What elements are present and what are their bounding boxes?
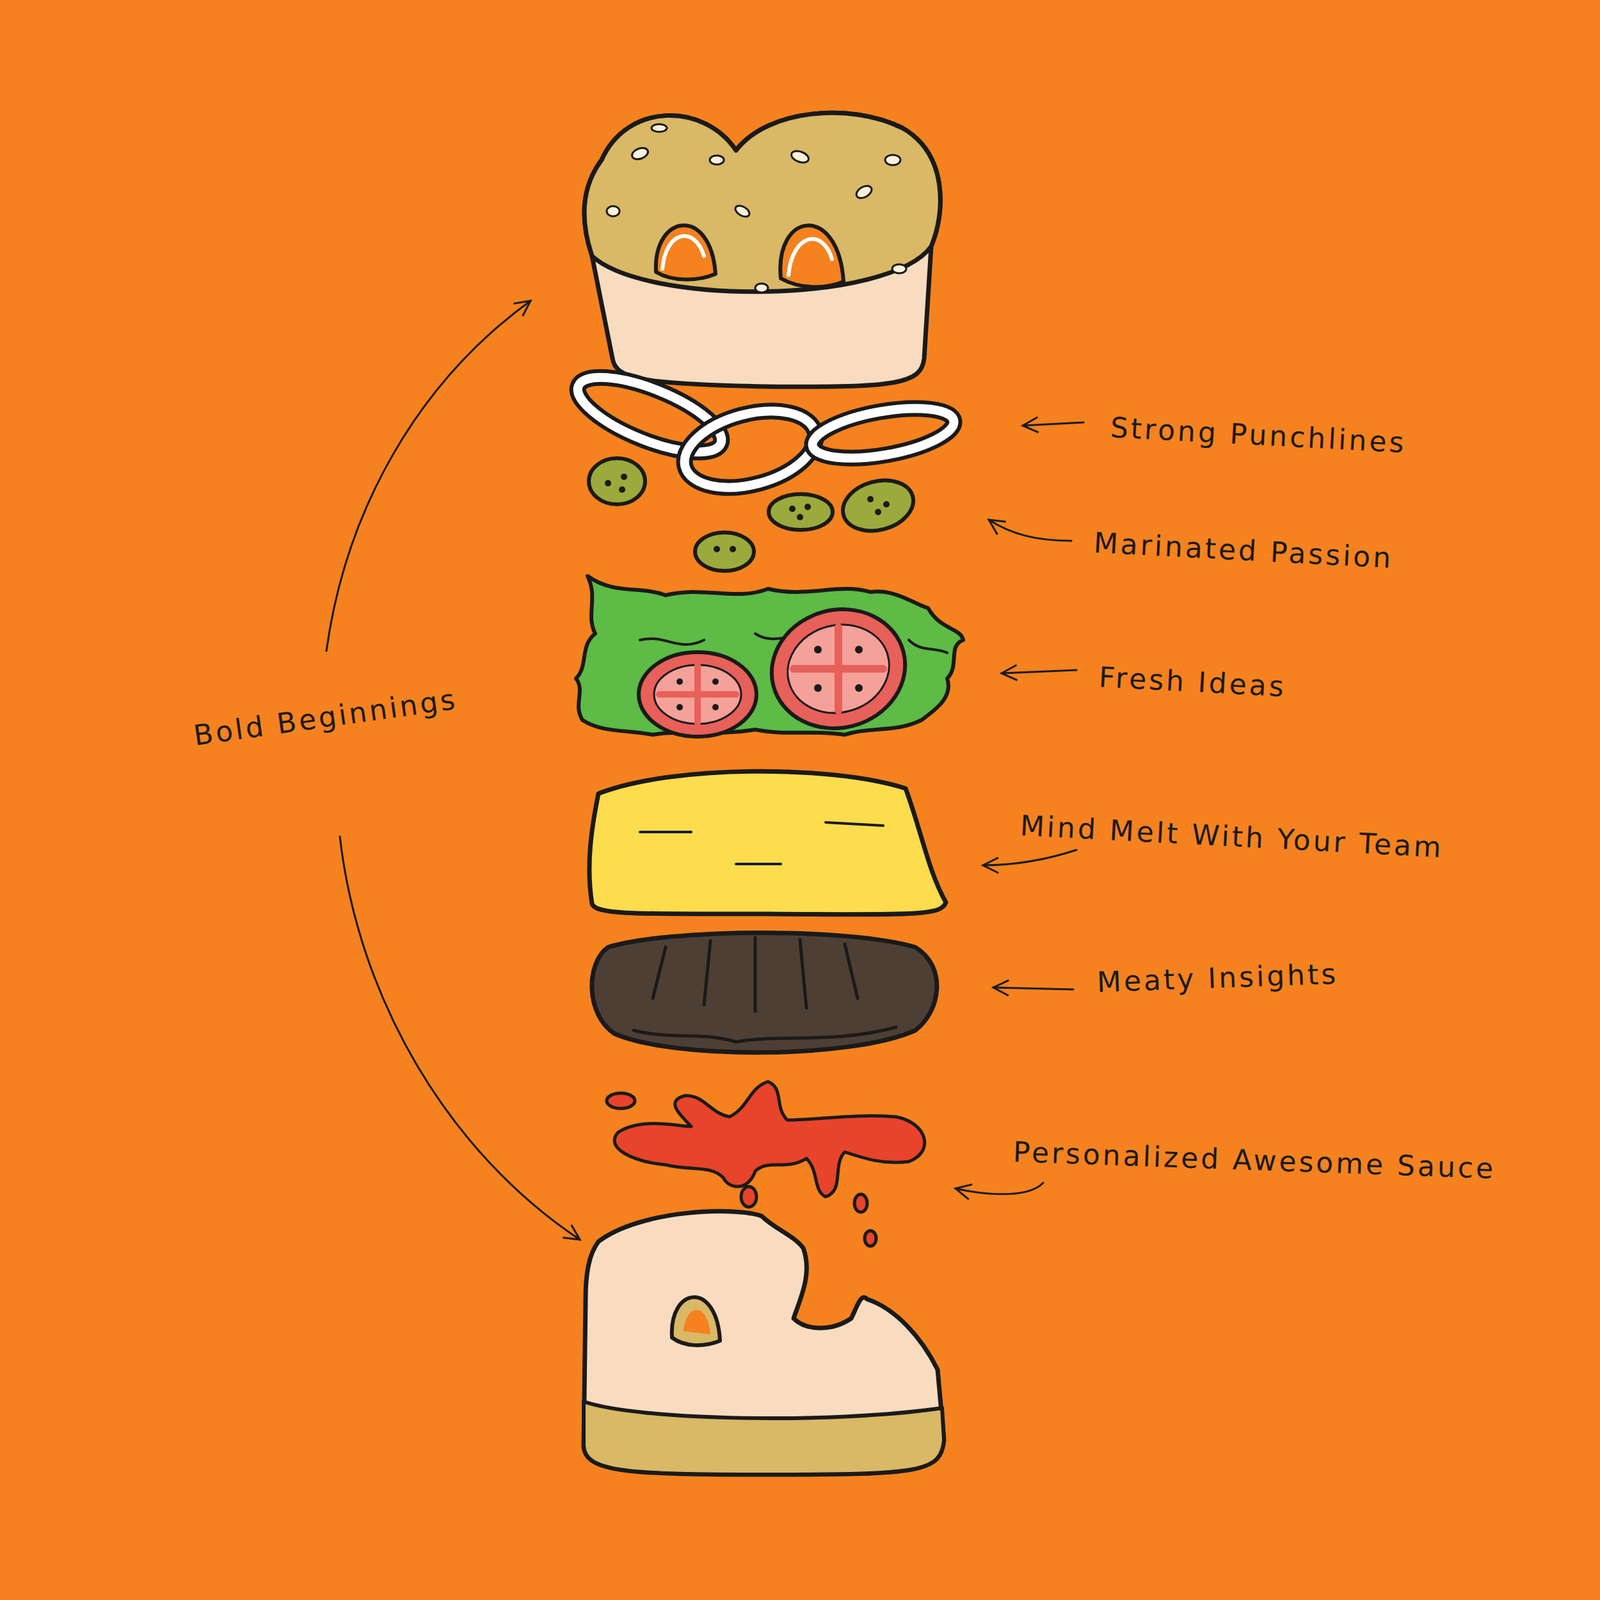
annotation-label: Bold Beginnings (191, 679, 461, 755)
top-bun (584, 112, 941, 387)
lettuce-tomato (576, 576, 964, 744)
annotation-label: Meaty Insights (1096, 954, 1339, 1002)
burger-patty (592, 933, 937, 1053)
leader-arrows (326, 300, 1084, 1240)
bottom-bun (583, 1211, 944, 1475)
annotation-label: Mind Melt With Your Team (1018, 806, 1445, 868)
annotation-label: Fresh Ideas (1097, 657, 1288, 706)
annotation-label: Marinated Passion (1092, 523, 1394, 578)
cheese-slice (589, 771, 946, 915)
pickles (588, 458, 920, 571)
annotation-label: Personalized Awesome Sauce (1012, 1132, 1497, 1188)
annotation-label: Strong Punchlines (1109, 408, 1407, 463)
